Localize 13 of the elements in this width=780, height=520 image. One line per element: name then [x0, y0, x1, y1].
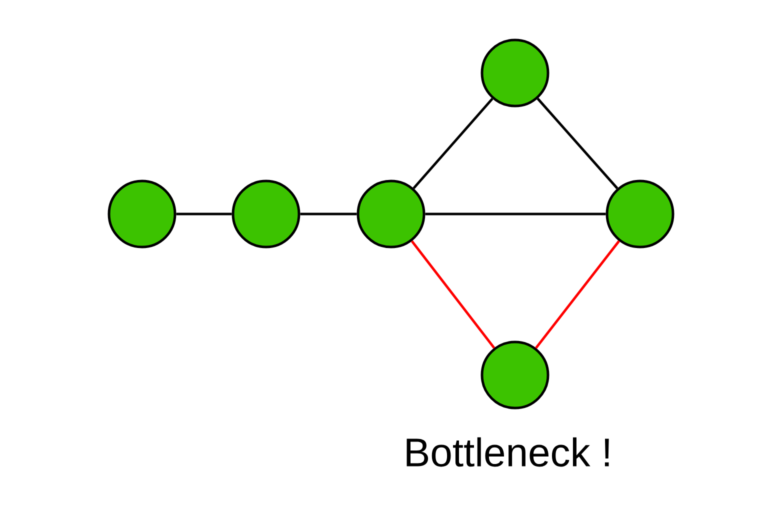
circle-node: [108, 180, 176, 248]
edge-line: [535, 240, 620, 349]
circle-node: [232, 180, 300, 248]
edge-line: [410, 240, 496, 349]
circle-node: [606, 180, 674, 248]
circle-node: [356, 180, 426, 248]
edge-line: [536, 98, 618, 190]
circle-node: [480, 38, 550, 108]
edge-line: [300, 212, 357, 216]
edge-line: [425, 212, 606, 216]
edge-line: [412, 98, 494, 190]
circle-node: [480, 340, 550, 410]
edge-line: [176, 212, 232, 216]
